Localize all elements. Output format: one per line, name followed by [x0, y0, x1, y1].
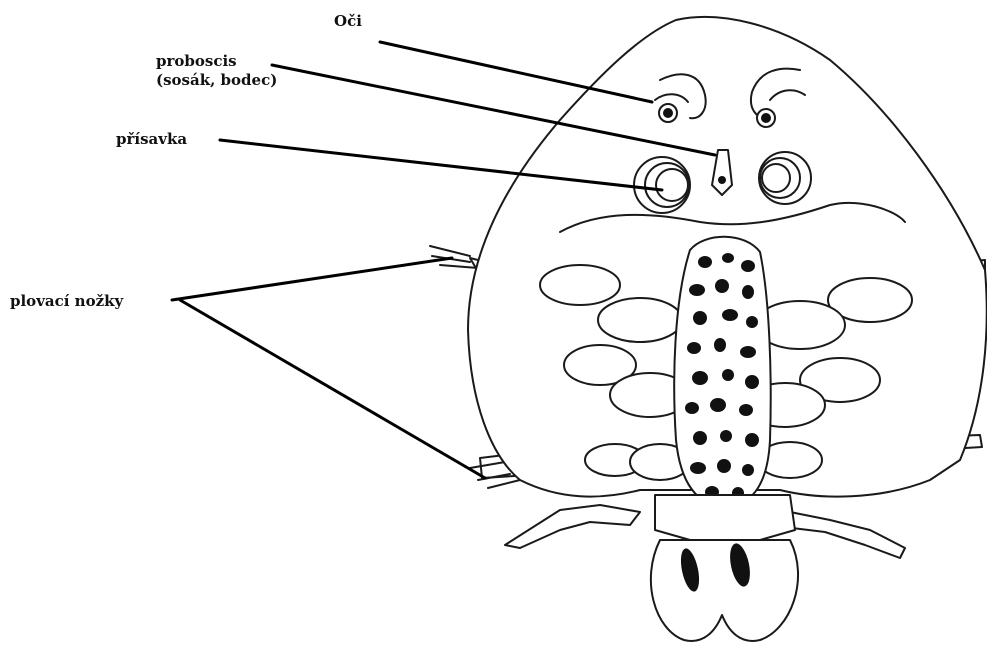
leader-legs-upper	[172, 258, 452, 300]
spotted-thorax	[674, 237, 770, 508]
label-proboscis-line2: (sosák, bodec)	[156, 71, 277, 90]
sucker-left	[634, 157, 690, 213]
abdomen-lobes	[651, 540, 798, 641]
label-eyes: Oči	[334, 12, 362, 31]
tail-appendage-right	[790, 512, 905, 558]
eye-right	[757, 109, 775, 127]
tail-appendage-left	[505, 505, 640, 548]
label-proboscis: proboscis (sosák, bodec)	[156, 52, 277, 90]
label-proboscis-line1: proboscis	[156, 52, 277, 71]
leader-legs-lower	[180, 300, 485, 478]
eye-left	[659, 104, 677, 122]
label-sucker: přísavka	[116, 130, 187, 149]
sucker-right	[759, 152, 811, 204]
label-swimming-legs: plovací nožky	[10, 292, 123, 311]
thorax-base	[655, 495, 795, 540]
